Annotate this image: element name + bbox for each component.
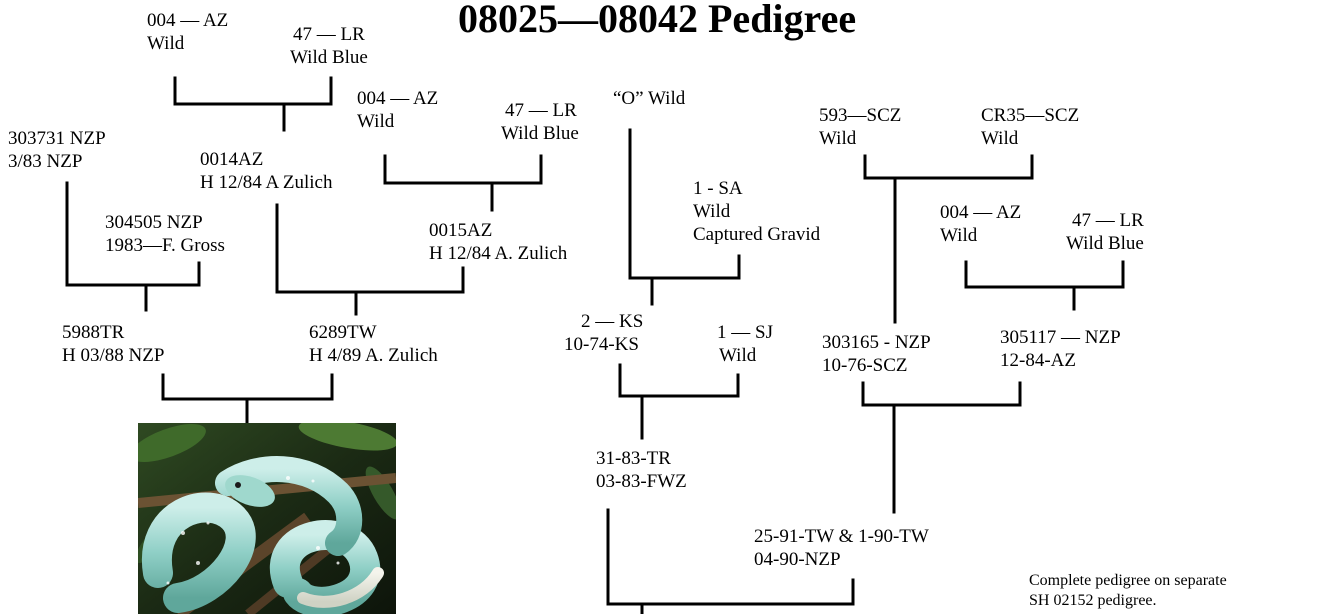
connector-5988tr [65,181,201,312]
snake-illustration [138,423,396,614]
node-o-wild: “O” Wild [613,88,686,109]
connector-305117 [964,260,1125,311]
connector-final [606,508,855,614]
connector-31-83-tr [618,363,740,440]
pedigree-note: Complete pedigree on separate SH 02152 p… [1029,572,1227,609]
connector-303165 [863,154,1034,324]
pedigree-title: 08025—08042 Pedigree [458,0,857,41]
connector-0014az [173,76,333,132]
connector-offspring [161,373,334,425]
connector-0015az [383,154,543,212]
snake-photo [138,423,396,614]
connector-25-91-tw [861,381,1022,514]
connector-2ks [628,128,741,306]
connector-6289tw [275,203,465,316]
